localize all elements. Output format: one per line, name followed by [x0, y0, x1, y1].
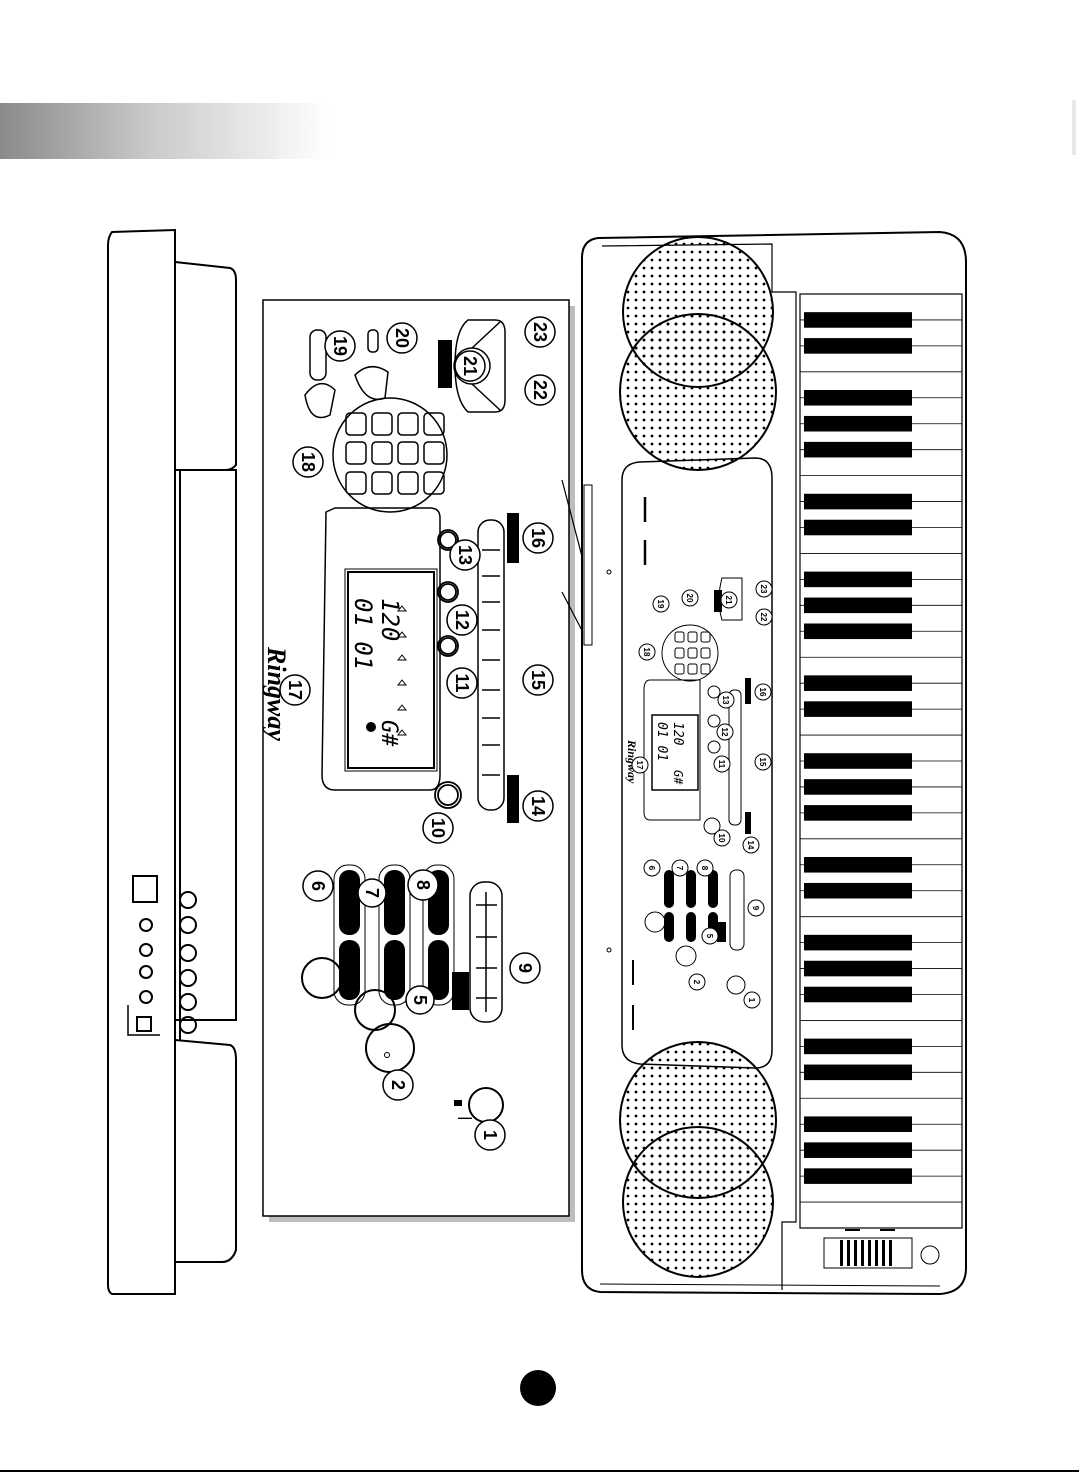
small-lcd-note: G# [671, 770, 685, 785]
black-key [804, 987, 912, 1003]
speaker-bottom [620, 1042, 776, 1277]
svg-text:11: 11 [717, 760, 726, 769]
black-key [804, 857, 912, 873]
svg-text:12: 12 [452, 610, 472, 630]
black-key [804, 779, 912, 795]
svg-text:9: 9 [751, 906, 760, 911]
svg-text:15: 15 [758, 758, 767, 767]
black-key [804, 390, 912, 406]
black-key [804, 338, 912, 354]
lcd-line1: 01 01 [349, 598, 377, 670]
svg-text:8: 8 [700, 866, 709, 871]
svg-text:11: 11 [452, 673, 472, 692]
black-key [804, 572, 912, 588]
svg-text:2: 2 [692, 980, 701, 985]
svg-text:23: 23 [759, 585, 768, 594]
black-key [804, 805, 912, 821]
svg-text:21: 21 [460, 356, 480, 376]
black-key [804, 675, 912, 691]
keyboard-top-view: 01 01 120 G# Ringway [582, 232, 966, 1294]
svg-text:9: 9 [515, 963, 535, 973]
svg-text:18: 18 [642, 648, 651, 657]
black-key [804, 442, 912, 458]
svg-text:20: 20 [685, 594, 694, 603]
svg-text:19: 19 [330, 336, 350, 356]
svg-text:19: 19 [656, 600, 665, 609]
black-key [804, 935, 912, 951]
side-view [108, 230, 236, 1294]
svg-text:5: 5 [705, 934, 714, 939]
svg-text:16: 16 [528, 528, 548, 548]
svg-text:14: 14 [746, 841, 755, 850]
svg-text:23: 23 [530, 322, 550, 342]
speaker-top [620, 237, 776, 470]
svg-text:18: 18 [298, 452, 318, 472]
svg-text:6: 6 [647, 866, 656, 871]
svg-text:5: 5 [410, 995, 430, 1005]
svg-text:14: 14 [528, 796, 548, 816]
svg-text:21: 21 [724, 596, 733, 605]
black-key [804, 883, 912, 899]
small-lcd-line1: 01 01 [654, 722, 669, 761]
svg-text:7: 7 [362, 888, 382, 898]
svg-text:17: 17 [285, 680, 305, 700]
black-label-14 [507, 775, 519, 823]
svg-text:2: 2 [388, 1080, 408, 1090]
black-key [804, 961, 912, 977]
svg-text:6: 6 [308, 881, 328, 891]
svg-text:13: 13 [721, 696, 730, 705]
svg-text:17: 17 [635, 761, 644, 770]
svg-text:7: 7 [675, 866, 684, 871]
svg-text:15: 15 [528, 670, 548, 690]
svg-text:13: 13 [455, 545, 475, 565]
svg-text:20: 20 [392, 328, 412, 348]
svg-text:—: — [458, 1109, 472, 1125]
black-key [804, 1168, 912, 1184]
black-key [804, 416, 912, 432]
black-key [804, 494, 912, 510]
svg-text:1: 1 [480, 1130, 500, 1140]
svg-text:10: 10 [428, 818, 448, 838]
svg-text:1: 1 [747, 998, 756, 1003]
black-label-21 [438, 340, 452, 388]
black-key [804, 520, 912, 536]
svg-text:22: 22 [759, 613, 768, 622]
svg-text:8: 8 [413, 880, 433, 890]
svg-text:22: 22 [530, 380, 550, 400]
svg-text:12: 12 [720, 728, 729, 737]
piano-keys [800, 294, 962, 1228]
black-key [804, 1116, 912, 1132]
black-key [804, 753, 912, 769]
black-key [804, 598, 912, 614]
black-key [804, 312, 912, 328]
black-key [804, 1142, 912, 1158]
enlarged-panel: — [262, 300, 626, 1222]
black-label-16 [507, 513, 519, 563]
small-lcd-line2: 120 [670, 722, 685, 746]
black-label-9 [452, 972, 469, 1010]
black-key [804, 701, 912, 717]
svg-text:10: 10 [717, 834, 726, 843]
lcd-note: G# [376, 720, 401, 747]
black-key [804, 1039, 912, 1055]
black-key [804, 623, 912, 639]
svg-text:16: 16 [758, 688, 767, 697]
black-key [804, 1065, 912, 1081]
